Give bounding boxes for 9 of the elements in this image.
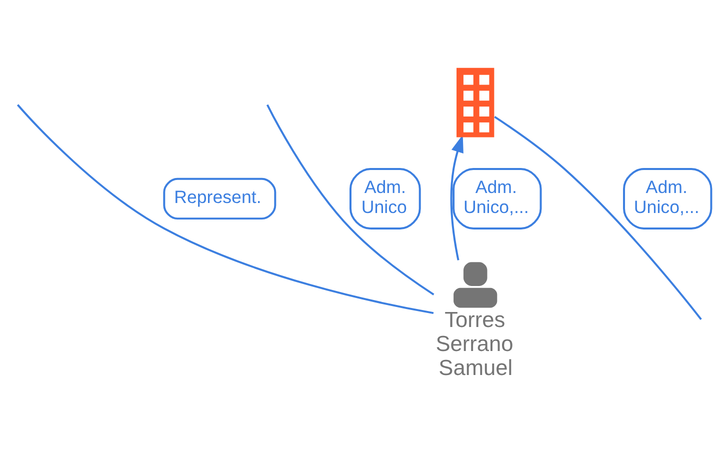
connector — [494, 116, 702, 320]
edge-label: Represent. — [174, 186, 262, 207]
edge-label: Adm. Unico,... — [463, 176, 529, 217]
edge-label: Adm. Unico — [361, 176, 407, 217]
node-label: Torres Serrano Samuel — [436, 306, 514, 380]
node-building — [456, 67, 494, 137]
connector — [16, 104, 434, 314]
connector — [266, 104, 434, 295]
edge-label: Adm. Unico,... — [634, 176, 700, 217]
